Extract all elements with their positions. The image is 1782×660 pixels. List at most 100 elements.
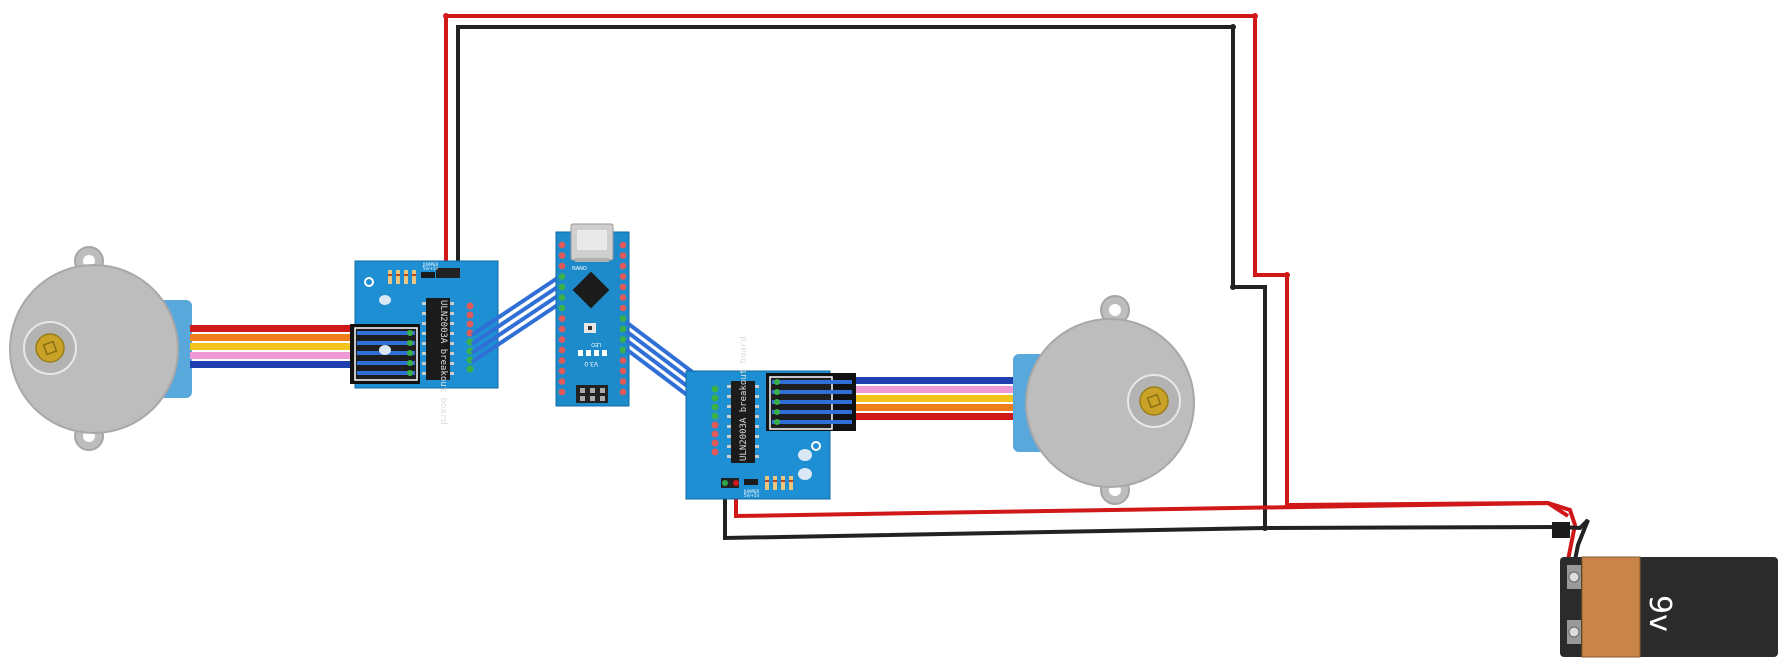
chip-leg: [450, 352, 454, 355]
smd-component: [586, 350, 591, 356]
resistor-band: [781, 480, 785, 482]
chip-leg: [755, 415, 759, 418]
chip-label-left: ULN2003A breakout board: [438, 300, 448, 425]
input-pin: [711, 412, 719, 420]
uln2003-driver-left: ULN2003A breakout board JUMPER 5V/+5V: [350, 260, 499, 425]
jumper-label-right-2: 5V/+5V: [744, 493, 760, 498]
input-pin: [466, 347, 474, 355]
chip-leg: [755, 425, 759, 428]
uln2003-chip-left: [426, 298, 450, 380]
nano-led-label: LED: [591, 341, 601, 347]
icsp-pin: [590, 396, 595, 401]
nano-pin: [558, 388, 566, 396]
signal-wire: [470, 291, 564, 355]
jumper-label-left-2: 5V/+5V: [423, 266, 439, 271]
nano-pin: [619, 378, 627, 385]
resistor: [789, 476, 793, 490]
chip-leg: [755, 435, 759, 438]
input-pin: [466, 302, 474, 310]
input-pin: [466, 329, 474, 337]
nano-version-label: V3.0: [584, 360, 598, 367]
nano-pin: [558, 241, 566, 249]
ribbon-wire: [856, 377, 1013, 384]
ribbon-wire: [190, 325, 350, 332]
nano-pin: [619, 325, 627, 333]
resistor-band: [388, 274, 392, 276]
chip-leg: [450, 332, 454, 335]
stepper-motor-right: [1013, 295, 1195, 505]
connector-pin-end: [774, 379, 780, 385]
icsp-pin: [600, 396, 605, 401]
chip-leg: [755, 385, 759, 388]
uln2003-driver-right: ULN2003A breakout board JUMPER 5V/+5V: [685, 336, 856, 500]
ribbon-wire: [856, 404, 1013, 411]
chip-leg: [755, 395, 759, 398]
uln2003-chip-right: [731, 381, 755, 463]
ribbon-wire: [190, 343, 350, 350]
connector-pin: [772, 380, 852, 384]
black-wire-bottom: [723, 484, 1266, 541]
nano-pin: [619, 388, 627, 396]
chip-leg: [755, 455, 759, 458]
resistor: [396, 270, 400, 284]
nano-pin: [558, 304, 566, 312]
ribbon-wire: [856, 413, 1013, 420]
connector-pin: [357, 371, 415, 375]
resistor-band: [773, 480, 777, 482]
nano-pin: [558, 252, 566, 259]
chip-leg: [727, 405, 731, 408]
smd-component: [578, 350, 583, 356]
nano-pin: [619, 252, 627, 259]
nano-pin: [558, 273, 566, 280]
chip-leg: [450, 362, 454, 365]
resistor-band: [412, 274, 416, 276]
chip-leg: [727, 385, 731, 388]
nano-pin: [558, 325, 566, 333]
nano-pin: [558, 367, 566, 375]
icsp-pin: [600, 388, 605, 393]
connector-pin-end: [774, 389, 780, 395]
chip-leg: [727, 445, 731, 448]
ribbon-wire: [190, 334, 350, 341]
input-pin: [711, 448, 719, 456]
input-pin: [711, 403, 719, 411]
chip-leg: [755, 405, 759, 408]
nano-name-label: NANO: [572, 266, 587, 272]
input-pin: [466, 320, 474, 328]
chip-leg: [422, 322, 426, 325]
chip-leg: [727, 455, 731, 458]
battery-lead-red: [1547, 501, 1578, 561]
connector-pin: [772, 390, 852, 394]
resistor: [781, 476, 785, 490]
connector-pin: [772, 420, 852, 424]
input-pin: [711, 385, 719, 393]
arduino-nano: LED V3.0 NANO: [555, 223, 630, 407]
resistor-band: [765, 480, 769, 482]
connector-pin-end: [407, 360, 413, 366]
chip-label-right: ULN2003A breakout board: [739, 336, 749, 461]
signal-wire: [470, 282, 564, 346]
connector-pin: [357, 361, 415, 365]
nano-pin: [558, 378, 566, 385]
chip-leg: [422, 352, 426, 355]
resistor: [388, 270, 392, 284]
nano-pin: [619, 283, 627, 291]
jumper-label-left-1: JUMPER: [422, 262, 438, 267]
chip-leg: [422, 372, 426, 375]
icsp-pin: [580, 396, 585, 401]
nano-pin: [558, 315, 566, 322]
battery-lead-black: [1559, 518, 1590, 561]
ribbon-wire: [856, 395, 1013, 402]
connector-pin-end: [407, 330, 413, 336]
smd-component: [602, 350, 607, 356]
resistor: [773, 476, 777, 490]
resistor: [404, 270, 408, 284]
nano-pin: [558, 262, 566, 270]
connector-pin: [772, 410, 852, 414]
resistor-band: [404, 274, 408, 276]
connector-pin: [357, 331, 415, 335]
microcontroller-chip: [572, 271, 610, 309]
resistor-band: [396, 274, 400, 276]
signal-wire: [470, 273, 564, 337]
